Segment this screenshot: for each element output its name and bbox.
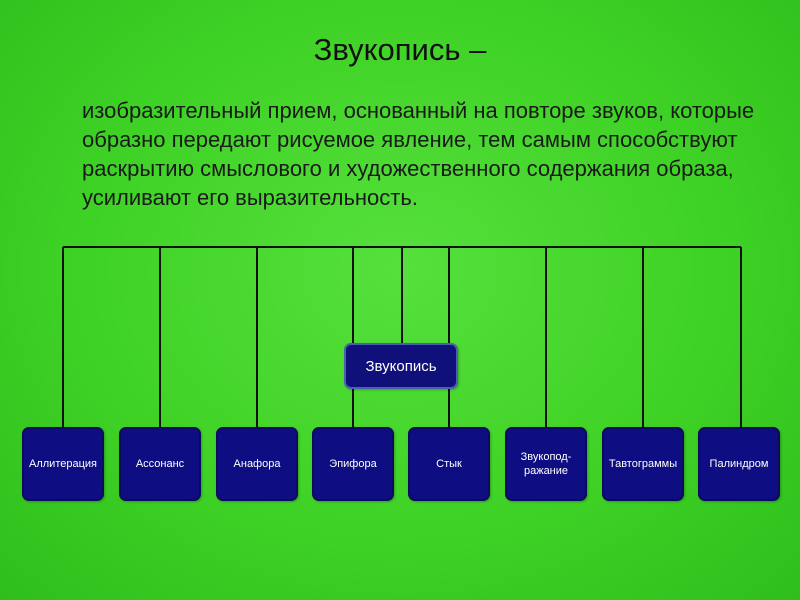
child-node-epiphora: Эпифора — [312, 427, 394, 501]
root-node-label: Звукопись — [365, 357, 437, 375]
child-node-anaphora: Анафора — [216, 427, 298, 501]
child-node-label: Стык — [436, 458, 462, 470]
child-node-onomatopoeia: Звукопод-ражание — [505, 427, 587, 501]
child-node-label: Звукопод-ражание — [520, 451, 572, 477]
child-node-label: Палиндром — [709, 458, 769, 470]
child-node-label: Эпифора — [329, 458, 377, 470]
child-node-label: Аллитерация — [29, 458, 97, 470]
child-node-label: Анафора — [233, 458, 281, 470]
slide-title: Звукопись – — [313, 32, 487, 67]
child-node-palindrome: Палиндром — [698, 427, 780, 501]
definition-text: изобразительный прием, основанный на пов… — [82, 98, 755, 210]
child-node-label: Тавтограммы — [608, 458, 678, 470]
child-node-tautogram: Тавтограммы — [602, 427, 684, 501]
child-node-assonance: Ассонанс — [119, 427, 201, 501]
root-node: Звукопись — [344, 343, 458, 389]
child-node-label: Ассонанс — [135, 458, 185, 470]
child-node-alliteration: Аллитерация — [22, 427, 104, 501]
child-node-styk: Стык — [408, 427, 490, 501]
